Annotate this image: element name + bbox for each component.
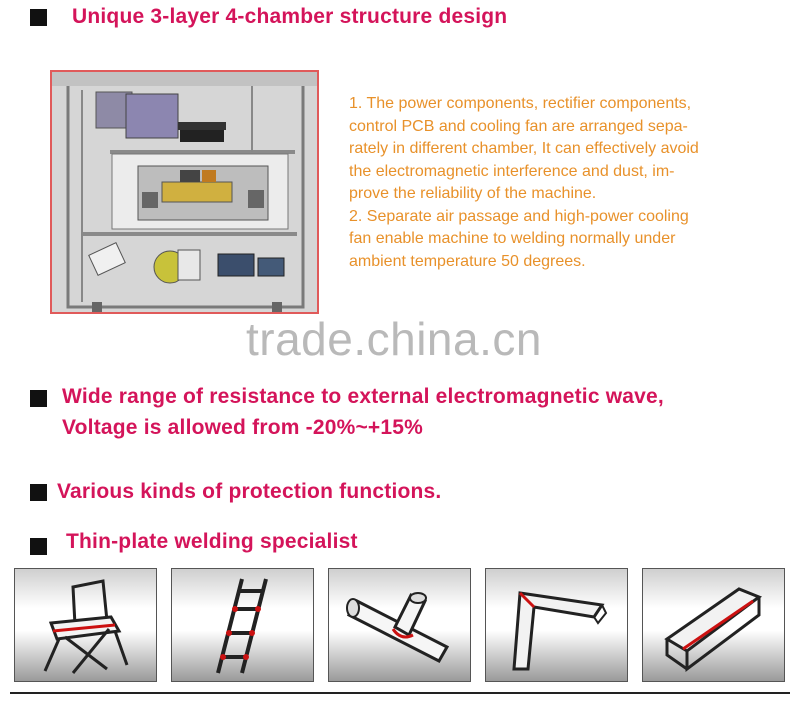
bullet-marker — [30, 484, 47, 501]
folding-chair-icon — [43, 579, 129, 674]
bullet-marker — [30, 390, 47, 407]
heading-protection-functions: Various kinds of protection functions. — [57, 480, 442, 503]
bullet-marker — [30, 538, 47, 555]
description-paragraph-1: 1. The power components, rectifier compo… — [349, 95, 699, 202]
structure-description: 1. The power components, rectifier compo… — [349, 93, 779, 273]
heading-structure-design: Unique 3-layer 4-chamber structure desig… — [72, 5, 508, 28]
machine-interior-image — [50, 70, 319, 314]
machine-interior-diagram-icon — [52, 72, 317, 312]
example-tile — [642, 568, 785, 682]
channel-profile-icon — [664, 587, 763, 672]
angle-frame-icon — [512, 591, 608, 671]
bottom-divider — [10, 692, 790, 694]
example-tile — [14, 568, 157, 682]
example-tile — [328, 568, 471, 682]
heading-electromagnetic-resistance: Wide range of resistance to external ele… — [62, 381, 782, 443]
description-paragraph-2: 2. Separate air passage and high-power c… — [349, 207, 689, 270]
example-tile — [485, 568, 628, 682]
welding-examples-row — [12, 568, 792, 688]
watermark-text: trade.china.cn — [246, 313, 542, 365]
ladder-icon — [216, 578, 268, 674]
heading-thin-plate: Thin-plate welding specialist — [66, 530, 358, 553]
bullet-marker — [30, 9, 47, 26]
example-tile — [171, 568, 314, 682]
tube-joint-icon — [346, 592, 450, 663]
heading-em-text: Wide range of resistance to external ele… — [62, 385, 664, 439]
